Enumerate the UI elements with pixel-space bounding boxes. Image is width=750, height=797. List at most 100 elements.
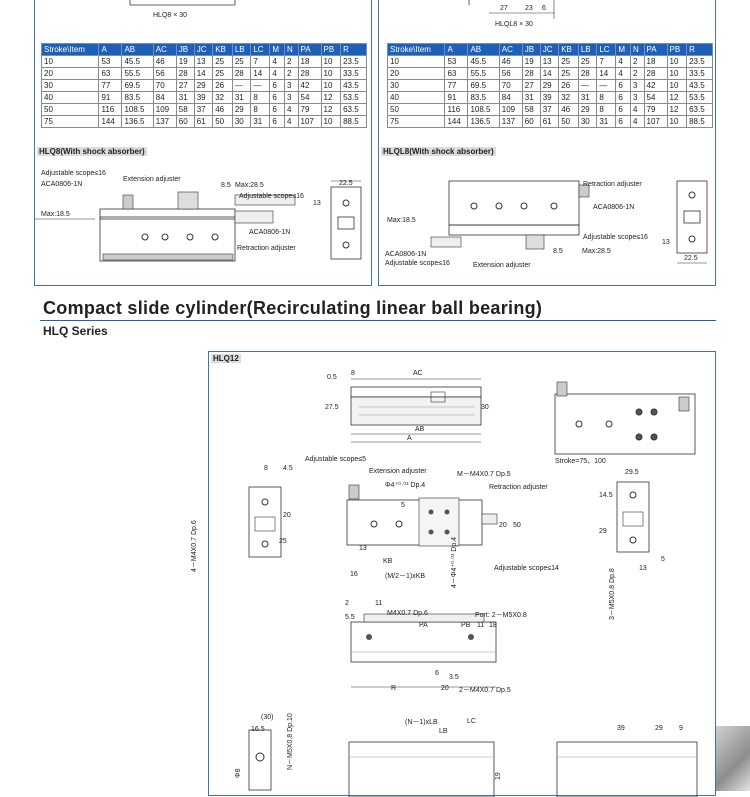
table-cell: 61	[539, 115, 560, 128]
table-cell: 3	[630, 91, 645, 104]
section-underline	[40, 320, 716, 321]
hlq12-retraction: Retraction adjuster	[489, 484, 548, 491]
table-cell: 6	[615, 91, 632, 104]
table-cell: 20	[386, 67, 446, 80]
table-cell: 31	[231, 91, 252, 104]
table-cell: 2	[284, 67, 299, 80]
hlq8-max28-label: Max:28.5	[235, 182, 264, 189]
table-cell: 29	[193, 79, 214, 92]
hlql8-top-drawing	[468, 0, 555, 19]
table-cell: 53	[444, 55, 469, 68]
table-cell: 50	[212, 115, 233, 128]
table-cell: 8	[250, 103, 271, 116]
hlq12-d05: 0.5	[327, 374, 337, 381]
hlq8-aca2-label: ACA0806-1N	[249, 229, 291, 236]
hlq12-r295: 29.5	[625, 469, 639, 476]
table-cell: 10	[320, 67, 342, 80]
table-cell: 14	[596, 67, 617, 80]
table-header-cell: LC	[596, 43, 617, 56]
table-header-cell: Stroke\Item	[40, 43, 100, 56]
table-cell: 84	[152, 91, 177, 104]
table-cell: 19	[521, 55, 541, 68]
hlq12-d13: 13	[359, 545, 367, 552]
hlq12-kb: KB	[383, 558, 393, 565]
table-cell: 33.5	[686, 67, 713, 80]
table-cell: 4	[284, 115, 299, 128]
hlq12-d20b: 20	[499, 522, 507, 529]
table-cell: 10	[666, 115, 688, 128]
hlq12-m-label: M－M4X0.7 Dp.5	[457, 471, 511, 478]
table-cell: 46	[498, 55, 523, 68]
table-cell: 6	[269, 103, 286, 116]
hlq12-l11: 11	[375, 600, 383, 607]
hlq12-panel: HLQ12	[191, 351, 716, 797]
hlql8-d225-label: 22.5	[684, 255, 698, 262]
table-cell: 69.5	[467, 79, 500, 92]
hlql8-shock-drawing	[430, 180, 708, 264]
hlql8-extension-label: Extension adjuster	[473, 262, 531, 269]
table-cell: 91	[98, 91, 123, 104]
hlq12-pa: PA	[419, 622, 428, 629]
table-cell: 46	[558, 103, 579, 116]
hlq12-l6: 6	[435, 670, 439, 677]
hlq8-extension-label: Extension adjuster	[123, 176, 181, 183]
hlq8-d85-label: 8.5	[221, 182, 231, 189]
table-cell: 43.5	[340, 79, 367, 92]
table-cell: 4	[284, 103, 299, 116]
hlql8-dim-23: 23	[525, 5, 533, 12]
table-cell: 26	[212, 79, 233, 92]
table-cell: 10	[666, 67, 688, 80]
table-cell: 4	[630, 115, 645, 128]
table-header-cell: N	[630, 43, 645, 56]
table-cell: 4	[630, 103, 645, 116]
hlql8-max18-label: Max:18.5	[387, 217, 416, 224]
hlql8-d85-label: 8.5	[553, 248, 563, 255]
table-cell: 31	[250, 115, 271, 128]
table-cell: 7	[596, 55, 617, 68]
table-cell: 12	[666, 103, 688, 116]
table-cell: 28	[297, 67, 322, 80]
section-title: Compact slide cylinder(Recirculating lin…	[43, 298, 543, 318]
table-cell: 27	[521, 79, 541, 92]
table-cell: 2	[284, 55, 299, 68]
table-cell: —	[250, 79, 271, 92]
table-cell: 10	[320, 79, 342, 92]
table-cell: 55.5	[121, 67, 154, 80]
table-cell: 10	[666, 79, 688, 92]
table-header-cell: JB	[521, 43, 541, 56]
table-cell: 53	[98, 55, 123, 68]
hlq12-l11b: 11	[477, 622, 485, 629]
hlq12-b30: (30)	[261, 714, 274, 721]
table-cell: 8	[596, 91, 617, 104]
table-cell: 3	[630, 79, 645, 92]
hlq12-l2: 2	[345, 600, 349, 607]
table-cell: 107	[297, 115, 322, 128]
table-cell: 43.5	[686, 79, 713, 92]
table-header-cell: PB	[666, 43, 688, 56]
table-cell: 144	[98, 115, 123, 128]
table-header-cell: R	[686, 43, 713, 56]
hlq12-m4: M4X0.7 Dp.6	[387, 610, 428, 617]
table-cell: —	[596, 79, 617, 92]
table-cell: 30	[40, 79, 100, 92]
hlq8-retraction-label: Retraction adjuster	[237, 245, 296, 252]
table-header-cell: JC	[539, 43, 560, 56]
table-cell: 116	[444, 103, 469, 116]
table-cell: 61	[193, 115, 214, 128]
table-header-cell: JB	[175, 43, 195, 56]
table-cell: 46	[212, 103, 233, 116]
table-cell: 88.5	[340, 115, 367, 128]
table-cell: 46	[152, 55, 177, 68]
table-cell: 63.5	[340, 103, 367, 116]
